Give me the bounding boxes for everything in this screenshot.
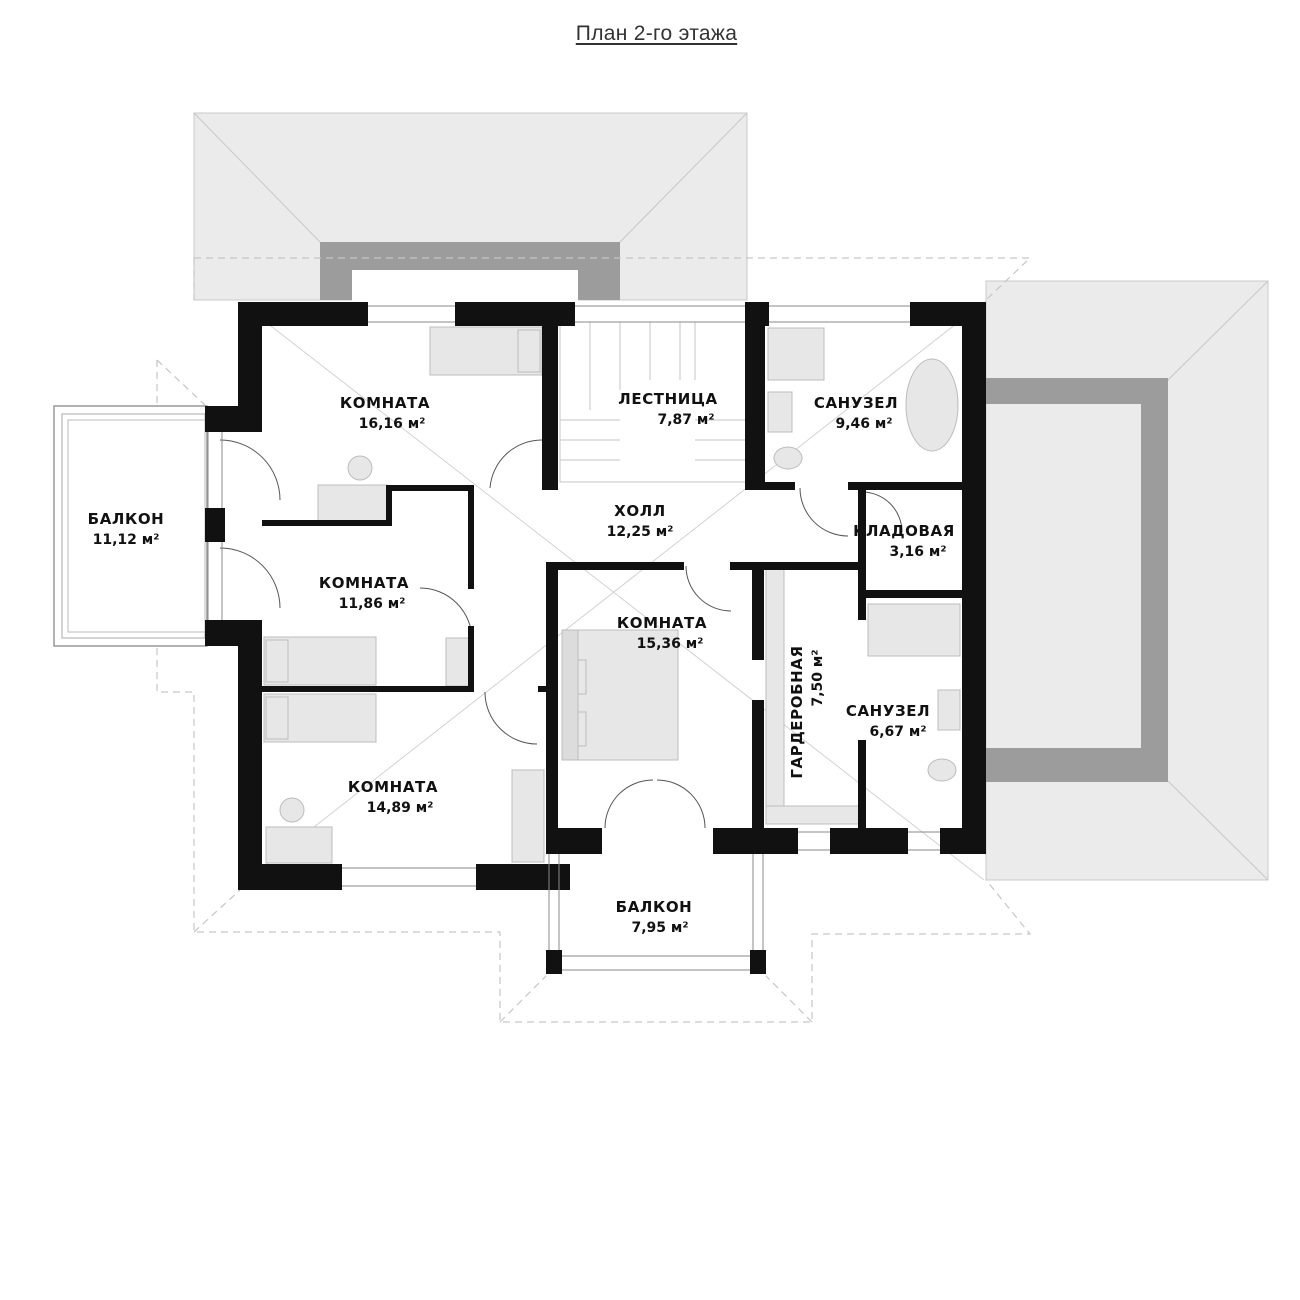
bathtub-icon [867,603,961,657]
room-9-area: 7,50 м² [810,650,826,707]
sink-icon [937,689,961,731]
shower-icon [767,327,825,381]
room-10-name: САНУЗЕЛ [846,702,930,720]
room-6-area: 3,16 м² [890,544,947,560]
room-3-area: 9,46 м² [836,416,893,432]
room-4-area: 11,12 м² [93,532,160,548]
room-8-area: 15,36 м² [637,636,704,652]
room-1-name: КОМНАТА [340,394,430,412]
room-12-name: БАЛКОН [616,898,693,916]
room-6-name: КЛАДОВАЯ [853,522,955,540]
doors [219,439,903,829]
room-5-name: ХОЛЛ [614,502,666,520]
room-7-name: КОМНАТА [319,574,409,592]
room-3-name: САНУЗЕЛ [814,394,898,412]
right-roof [985,280,1269,881]
windows [207,305,940,971]
room-11-name: КОМНАТА [348,778,438,796]
toilet-icon [773,446,803,470]
room-labels: КОМНАТА 16,16 м² ЛЕСТНИЦА 7,87 м² САНУЗЕ… [88,390,955,936]
desk-icon [265,826,333,864]
room-8-name: КОМНАТА [617,614,707,632]
room-9-name: ГАРДЕРОБНАЯ [788,645,806,778]
walls [205,302,986,974]
furniture [263,326,961,864]
top-roof [193,112,748,302]
desk-icon [317,484,389,522]
roof-projection [156,257,1032,1023]
plan-title: План 2-го этажа [575,22,738,45]
room-2-name: ЛЕСТНИЦА [618,390,717,408]
room-4-name: БАЛКОН [88,510,165,528]
balcony-left [53,405,208,647]
bathtub-icon [905,358,959,452]
room-7-area: 11,86 м² [339,596,406,612]
room-1-area: 16,16 м² [359,416,426,432]
toilet-icon [927,758,957,782]
room-10-area: 6,67 м² [870,724,927,740]
room-11-area: 14,89 м² [367,800,434,816]
room-12-area: 7,95 м² [632,920,689,936]
room-5-area: 12,25 м² [607,524,674,540]
sink-icon [767,391,793,433]
room-2-area: 7,87 м² [658,412,715,428]
